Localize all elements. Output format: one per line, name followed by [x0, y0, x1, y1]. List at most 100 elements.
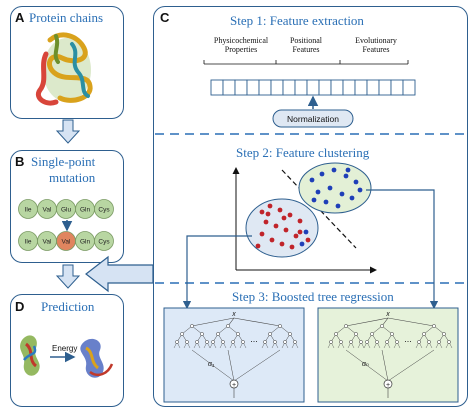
tree-node [447, 340, 451, 344]
tree-node [226, 324, 230, 328]
tree-node [273, 340, 277, 344]
tree-node [175, 340, 179, 344]
cluster-point-red [279, 241, 285, 247]
cluster-point-blue [303, 229, 309, 235]
cluster-point-red [267, 203, 273, 209]
feature-cell [246, 79, 260, 96]
cluster-blue-boundary [298, 162, 372, 214]
cluster-point-blue [315, 189, 321, 195]
tree-node [190, 324, 194, 328]
residue-label: Glu [61, 207, 72, 214]
normalization-box [272, 109, 354, 128]
tree-node [375, 340, 379, 344]
wild-type-chain: Ile Val Glu Gln Cys [18, 199, 114, 219]
tree-node [422, 332, 426, 336]
tree-node [437, 340, 441, 344]
cluster-points [255, 167, 363, 250]
tree-node [417, 340, 421, 344]
cluster-point-blue [345, 167, 351, 173]
arrow-a-to-b [55, 119, 81, 144]
panel-c-letter: C [160, 10, 170, 25]
feature-group-positional: Positional Features [289, 36, 322, 54]
feature-cell [390, 79, 404, 96]
tree-node [370, 332, 374, 336]
tree-node [211, 340, 215, 344]
connector-left [182, 235, 252, 310]
feature-cell [378, 79, 392, 96]
tree-node [268, 332, 272, 336]
residue-label: Val [62, 239, 71, 246]
cluster-point-red [273, 223, 279, 229]
cluster-point-red [281, 215, 287, 221]
residue-label: Gln [80, 207, 91, 214]
boosted-trees: x...α₁+x...αₙ+ [173, 311, 453, 398]
cluster-point-blue [323, 199, 329, 205]
tree-node [344, 324, 348, 328]
tree-node [283, 340, 287, 344]
feature-cell [294, 79, 308, 96]
residue-label: Val [43, 207, 52, 214]
cluster-point-red [289, 244, 295, 250]
panel-a-title: Protein chains [29, 10, 104, 25]
residue-label: Cys [98, 207, 110, 214]
tree-node [334, 332, 338, 336]
tree-node [432, 324, 436, 328]
cluster-point-red [297, 218, 303, 224]
tree-node [359, 340, 363, 344]
residue-label: Cys [98, 239, 110, 246]
feature-cell [258, 79, 272, 96]
tree-root-label: x [385, 311, 390, 318]
panel-a-letter: A [15, 10, 25, 25]
tree-node [288, 332, 292, 336]
step2-title: Step 2: Feature clustering [236, 145, 370, 160]
feature-cell [318, 79, 332, 96]
cluster-point-red [287, 212, 293, 218]
feature-cell [354, 79, 368, 96]
tree-node [205, 340, 209, 344]
panel-b-letter: B [15, 154, 25, 169]
cluster-point-red [293, 233, 299, 239]
tree-node [200, 332, 204, 336]
tree-node [278, 324, 282, 328]
tree-box-right [317, 307, 459, 403]
tree-ellipsis: ... [404, 334, 412, 344]
tree-node [354, 332, 358, 336]
connector-right [366, 189, 439, 310]
tree-weight-label: α₁ [208, 361, 215, 368]
tree-node [365, 340, 369, 344]
separating-line [281, 169, 357, 249]
tree-node [195, 340, 199, 344]
feature-cell [222, 79, 236, 96]
tree-node [395, 340, 399, 344]
cluster-point-red [259, 209, 265, 215]
cluster-point-blue [357, 187, 363, 193]
residue-label: Ile [25, 207, 32, 214]
cluster-point-blue [335, 203, 341, 209]
cluster-point-blue [309, 177, 315, 183]
tree-ellipsis: ... [250, 334, 258, 344]
arrow-c-to-d [85, 255, 154, 293]
tree-node [339, 340, 343, 344]
cluster-point-blue [299, 241, 305, 247]
cluster-point-red [265, 211, 271, 217]
cluster-point-blue [353, 179, 359, 185]
feature-cell [306, 79, 320, 96]
feature-cell [342, 79, 356, 96]
tree-node [185, 340, 189, 344]
tree-node [380, 324, 384, 328]
feature-group-evolutionary: Evolutionary Features [355, 36, 397, 54]
cluster-point-blue [311, 197, 317, 203]
panel-d-title: Prediction [41, 299, 95, 314]
tree-node [216, 332, 220, 336]
cluster-point-red [255, 243, 261, 249]
residue-label: Ile [25, 239, 32, 246]
feature-cell [366, 79, 380, 96]
cluster-point-blue [319, 171, 325, 177]
tree-node [221, 340, 225, 344]
panel-b-title-line1: Single-point [31, 154, 96, 169]
residue-label: Gln [80, 239, 91, 246]
feature-cell [282, 79, 296, 96]
feature-vector [210, 79, 416, 96]
feature-cell [234, 79, 248, 96]
tree-node [390, 332, 394, 336]
